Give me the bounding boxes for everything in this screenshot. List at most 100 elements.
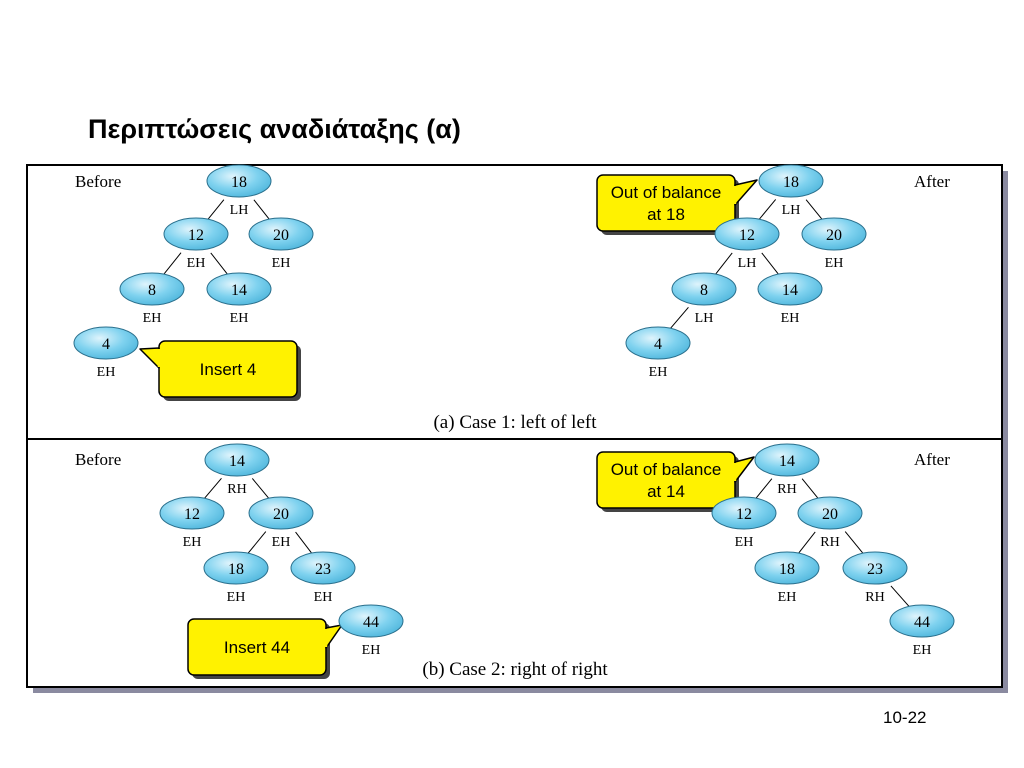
panel-a-before-edge [210,252,229,276]
node-ellipse [754,443,820,477]
node-balance: EH [183,535,202,550]
node-value: 12 [188,227,204,244]
node-balance: EH [143,311,162,326]
node-ellipse [754,551,820,585]
panel-b-before-edge [251,478,270,500]
node-value: 20 [822,506,838,523]
panel-b-caption: (b) Case 2: right of right [422,659,608,680]
node-value: 8 [700,282,708,299]
node-ellipse [119,272,185,306]
node-value: 12 [739,227,755,244]
node-value: 4 [654,336,662,353]
node-balance: LH [230,203,249,218]
panel-a-after-edge [805,199,824,221]
node-value: 44 [914,614,930,631]
node-ellipse [842,551,908,585]
node-balance: EH [781,311,800,326]
node-value: 14 [779,453,795,470]
panel-b-after-label: After [914,450,950,469]
panel-b-before-edge [247,531,267,555]
node-value: 20 [273,227,289,244]
panel-b-before-label: Before [75,450,121,469]
panel-a-insert-callout: Insert 4 [139,340,301,401]
node-balance: RH [865,590,884,605]
node-value: 14 [782,282,798,299]
node-balance: EH [230,311,249,326]
node-ellipse [671,272,737,306]
node-value: 23 [315,561,331,578]
node-ellipse [248,217,314,251]
node-balance: EH [272,535,291,550]
panel-a-caption: (a) Case 1: left of left [433,412,597,433]
panel-b-before-edge [295,531,313,554]
panel-a-before-edge [206,199,225,221]
node-balance: EH [314,590,333,605]
node-ellipse [801,217,867,251]
node-ellipse [797,496,863,530]
node-value: 12 [184,506,200,523]
panel-a-after-node: 4EH [625,326,691,380]
node-balance: EH [825,256,844,271]
node-value: 12 [736,506,752,523]
node-balance: RH [820,535,839,550]
panel-b-insert-callout: Insert 44 [187,618,343,679]
panel-b-after-edge [754,478,773,500]
panel-a-after-label: After [914,172,950,191]
page-title: Περιπτώσεις αναδιάταξης (α) [88,114,461,144]
panel-a-before-node: 4EH [73,326,139,380]
panel-a-before-node: 8EH [119,272,185,326]
node-ellipse [159,496,225,530]
panel-b-before-edge [203,477,222,500]
node-balance: EH [227,590,246,605]
panel-a-before-edge [253,199,271,221]
node-value: 18 [779,561,795,578]
node-balance: EH [735,535,754,550]
node-ellipse [625,326,691,360]
node-balance: RH [227,482,246,497]
node-ellipse [248,496,314,530]
node-balance: LH [738,256,757,271]
node-ellipse [204,443,270,477]
node-value: 4 [102,336,110,353]
node-value: 8 [148,282,156,299]
panel-a-after-edge [714,252,733,276]
node-balance: EH [187,256,206,271]
node-ellipse [711,496,777,530]
node-balance: LH [695,311,714,326]
node-ellipse [714,217,780,251]
node-ellipse [889,604,955,638]
node-value: 18 [228,561,244,578]
node-ellipse [290,551,356,585]
node-balance: EH [778,590,797,605]
callout-text: Out of balance [611,460,722,479]
node-ellipse [206,272,272,306]
node-value: 18 [783,174,799,191]
panel-a-after-edge [761,252,780,276]
node-value: 18 [231,174,247,191]
node-value: 44 [363,614,379,631]
callout-text: Insert 44 [224,638,290,657]
callout-text: Out of balance [611,183,722,202]
node-ellipse [203,551,269,585]
node-balance: LH [782,203,801,218]
node-ellipse [163,217,229,251]
node-balance: EH [362,643,381,658]
node-value: 20 [273,506,289,523]
